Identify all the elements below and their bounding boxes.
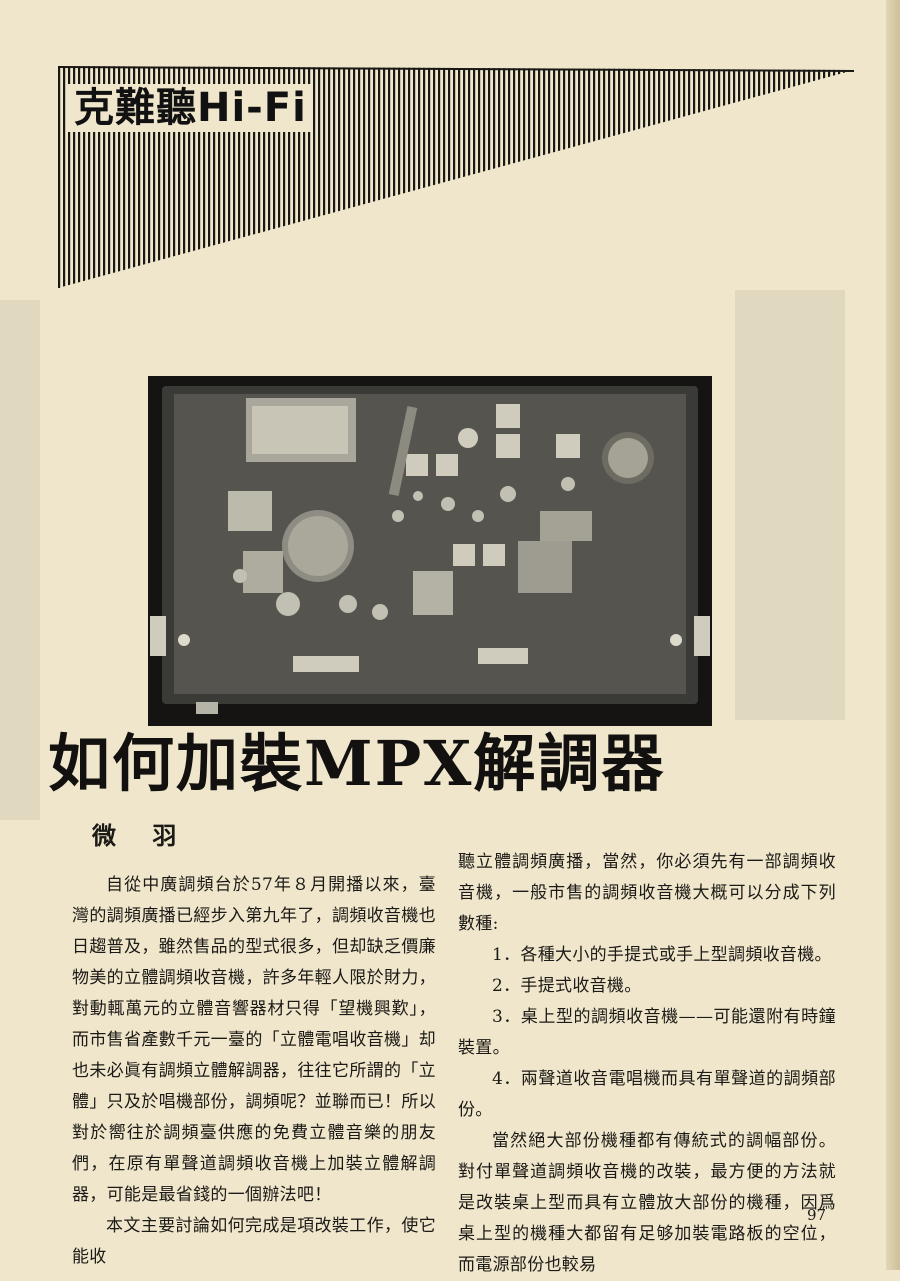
page-edge (886, 0, 900, 1270)
list-item: 3．桌上型的調頻收音機——可能還附有時鐘裝置。 (458, 1007, 836, 1058)
section-title: 克難聽Hi-Fi (68, 84, 313, 132)
bleed-through-left (0, 300, 40, 820)
paragraph: 當然絕大部份機種都有傳統式的調幅部份。對付單聲道調頻收音機的改裝，最方便的方法就… (458, 1131, 836, 1275)
page-number: 97 (807, 1206, 827, 1224)
paragraph: 自從中廣調頻台於57年８月開播以來，臺灣的調頻廣播已經步入第九年了，調頻收音機也… (72, 875, 436, 1205)
author-name: 微 羽 (92, 821, 191, 850)
right-column: 聽立體調頻廣播，當然，你必須先有一部調頻收音機，一般市售的調頻收音機大概可以分成… (458, 847, 836, 1281)
list-item: 4．兩聲道收音電唱機而具有單聲道的調頻部份。 (458, 1069, 836, 1120)
list-item: 2．手提式收音機。 (492, 976, 642, 996)
paragraph: 本文主要討論如何完成是項改裝工作，使它能收 (72, 1216, 436, 1267)
paragraph: 聽立體調頻廣播，當然，你必須先有一部調頻收音機，一般市售的調頻收音機大概可以分成… (458, 852, 836, 934)
list-item: 1．各種大小的手提式或手上型調頻收音機。 (492, 945, 832, 965)
bleed-through-right (735, 290, 845, 720)
left-column: 自從中廣調頻台於57年８月開播以來，臺灣的調頻廣播已經步入第九年了，調頻收音機也… (72, 870, 436, 1273)
article-headline: 如何加裝MPX解調器 (48, 727, 666, 800)
chassis-photo (148, 376, 712, 726)
